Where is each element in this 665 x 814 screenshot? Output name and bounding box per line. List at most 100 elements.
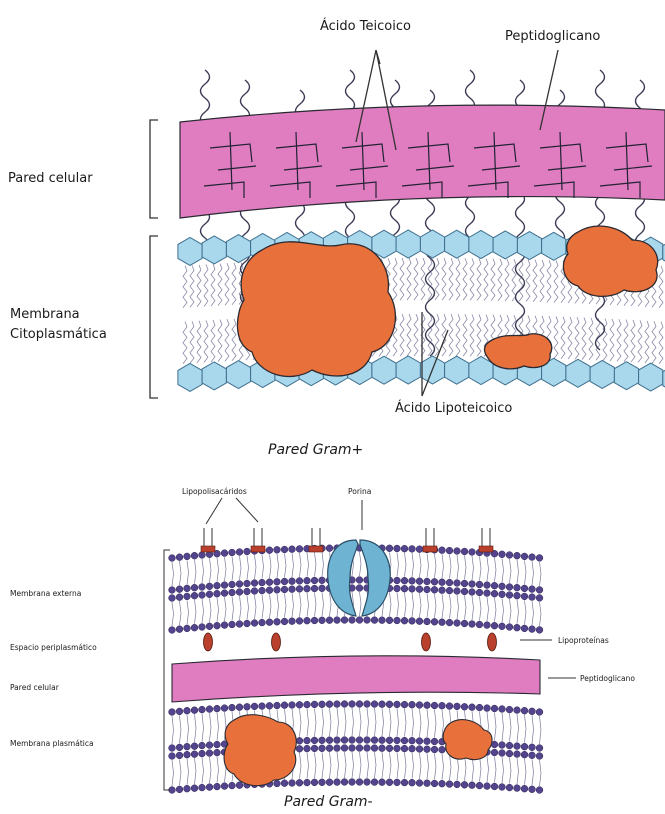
phospholipid-tail xyxy=(427,553,429,577)
phospholipid-head xyxy=(334,779,341,786)
phospholipid-head xyxy=(514,624,521,631)
phospholipid-head xyxy=(281,702,288,709)
label-lipopolysaccharides: Lipopolisacáridos xyxy=(182,487,247,496)
phospholipid-tail xyxy=(525,715,527,743)
phospholipid-tail xyxy=(240,596,242,620)
phospholipid-tail xyxy=(397,592,399,616)
lipid-tail xyxy=(575,317,579,359)
phospholipid-head xyxy=(289,702,296,709)
phospholipid-head xyxy=(431,586,438,593)
phospholipid-tail xyxy=(540,562,542,586)
phospholipid-tail xyxy=(450,555,452,579)
phospholipid-tail xyxy=(540,760,542,786)
phospholipid-tail xyxy=(315,708,317,736)
phospholipid-head xyxy=(371,737,378,744)
phospholipid-tail xyxy=(390,708,392,736)
phospholipid-tail xyxy=(472,556,474,580)
phospholipid-head xyxy=(296,546,303,553)
lipoprotein xyxy=(272,633,281,651)
phospholipid-head xyxy=(394,577,401,584)
phospholipid-tail xyxy=(187,759,189,785)
phospholipid-head xyxy=(349,737,356,744)
lipoprotein xyxy=(204,633,213,651)
lipid-tail xyxy=(204,320,208,362)
phospholipid-head xyxy=(536,627,543,634)
phospholipid-head xyxy=(341,779,348,786)
phospholipid-head xyxy=(251,588,258,595)
phospholipid-head xyxy=(521,585,528,592)
lipid-tail xyxy=(610,319,614,361)
phospholipid-head xyxy=(536,753,543,760)
phospholipid-tail xyxy=(360,552,362,576)
phospholipid-head xyxy=(274,586,281,593)
phospholipid-head xyxy=(401,617,408,624)
phospholipid-head xyxy=(169,595,176,602)
phospholipid-tail xyxy=(420,709,422,737)
phospholipid-head xyxy=(461,548,468,555)
lipid-tail xyxy=(526,260,530,302)
phospholipid-head xyxy=(281,586,288,593)
phospholipid-head xyxy=(491,590,498,597)
phospholipid-head xyxy=(356,617,363,624)
phospholipid-tail xyxy=(405,553,407,577)
phospholipid-head xyxy=(514,785,521,792)
phospholipid-head xyxy=(409,586,416,593)
phospholipid-head xyxy=(394,545,401,552)
phospholipid-head xyxy=(184,593,191,600)
lipid-tail xyxy=(407,258,411,300)
phospholipid-head xyxy=(424,780,431,787)
phospholipid-head xyxy=(259,587,266,594)
phospholipid-head xyxy=(236,782,243,789)
phospholipid-tail xyxy=(457,555,459,579)
phospholipid-tail xyxy=(270,554,272,578)
phospholipid-head xyxy=(401,545,408,552)
phospholipid-head xyxy=(439,547,446,554)
phospholipid-head xyxy=(251,703,258,710)
phospholipid-tail xyxy=(360,708,362,736)
phospholipid-head xyxy=(454,620,461,627)
phospholipid-tail xyxy=(427,593,429,617)
phospholipid-head xyxy=(191,624,198,631)
phospholipid-tail xyxy=(307,753,309,779)
phospholipid-tail xyxy=(532,759,534,785)
phospholipid-tail xyxy=(405,593,407,617)
phospholipid-tail xyxy=(390,592,392,616)
phospholipid-head xyxy=(229,704,236,711)
phospholipid-tail xyxy=(172,716,174,744)
phospholipid-head xyxy=(394,737,401,744)
phospholipid-head xyxy=(326,745,333,752)
lipid-tail xyxy=(456,258,460,300)
plasma-membrane-protein-large xyxy=(224,715,296,786)
phospholipid-head xyxy=(499,591,506,598)
phospholipid-tail xyxy=(367,708,369,736)
phospholipid-tail xyxy=(390,752,392,778)
phospholipid-tail xyxy=(300,709,302,737)
phospholipid-tail xyxy=(465,595,467,619)
lipid-tail xyxy=(589,318,593,360)
phospholipid-tail xyxy=(187,715,189,743)
phospholipid-head xyxy=(424,586,431,593)
phospholipid-head xyxy=(274,618,281,625)
phospholipid-head xyxy=(431,780,438,787)
lipid-tail xyxy=(470,314,474,356)
label-plasma-membrane: Membrana plasmática xyxy=(10,739,94,748)
lps-chain xyxy=(204,528,212,548)
label-cell-wall-top: Pared celular xyxy=(8,171,93,186)
lipid-tail xyxy=(519,259,523,301)
phospholipid-head xyxy=(356,737,363,744)
lipid-tail xyxy=(582,318,586,360)
phospholipid-head xyxy=(461,620,468,627)
phospholipid-head xyxy=(461,703,468,710)
phospholipid-head xyxy=(416,618,423,625)
phospholipid-tail xyxy=(442,594,444,618)
phospholipid-tail xyxy=(510,758,512,784)
phospholipid-head xyxy=(401,701,408,708)
lipid-tail xyxy=(183,266,187,308)
phospholipid-head xyxy=(506,750,513,757)
phospholipid-tail xyxy=(330,592,332,616)
phospholipid-head xyxy=(401,745,408,752)
phospholipid-tail xyxy=(442,554,444,578)
lipid-head-hexagon xyxy=(202,362,226,390)
lps-pointer xyxy=(206,498,258,524)
lps-chain xyxy=(254,528,262,548)
